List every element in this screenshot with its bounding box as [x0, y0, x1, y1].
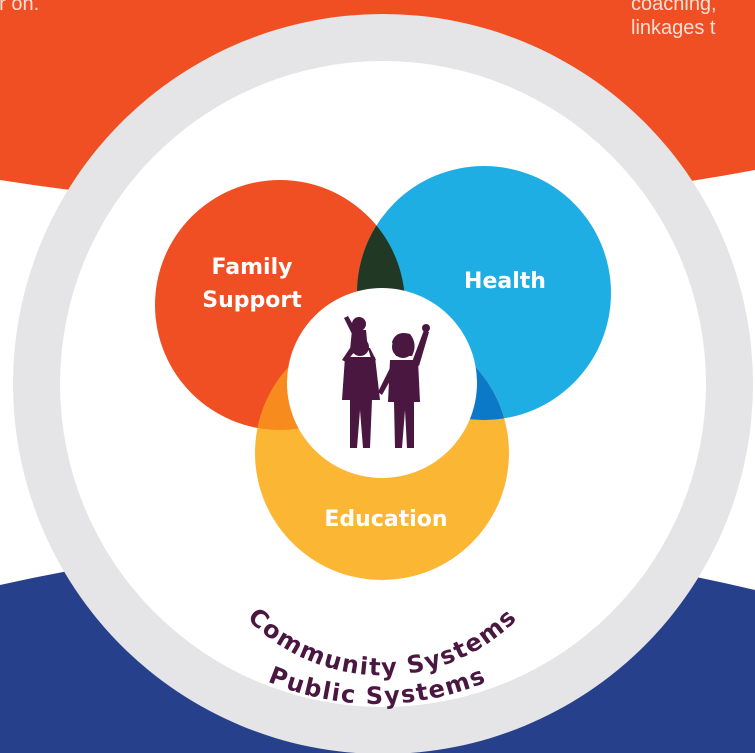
top-left-text: er on. [0, 0, 40, 15]
family-figures-icon [342, 316, 430, 448]
top-right-text-line2: linkages t [631, 17, 716, 39]
top-right-text-line1: coaching, [631, 0, 717, 15]
education-label: Education [324, 507, 447, 532]
center-circle [287, 288, 477, 478]
family-support-label-line2: Support [202, 288, 302, 313]
health-label: Health [464, 269, 546, 294]
family-support-label-line1: Family [212, 255, 293, 280]
